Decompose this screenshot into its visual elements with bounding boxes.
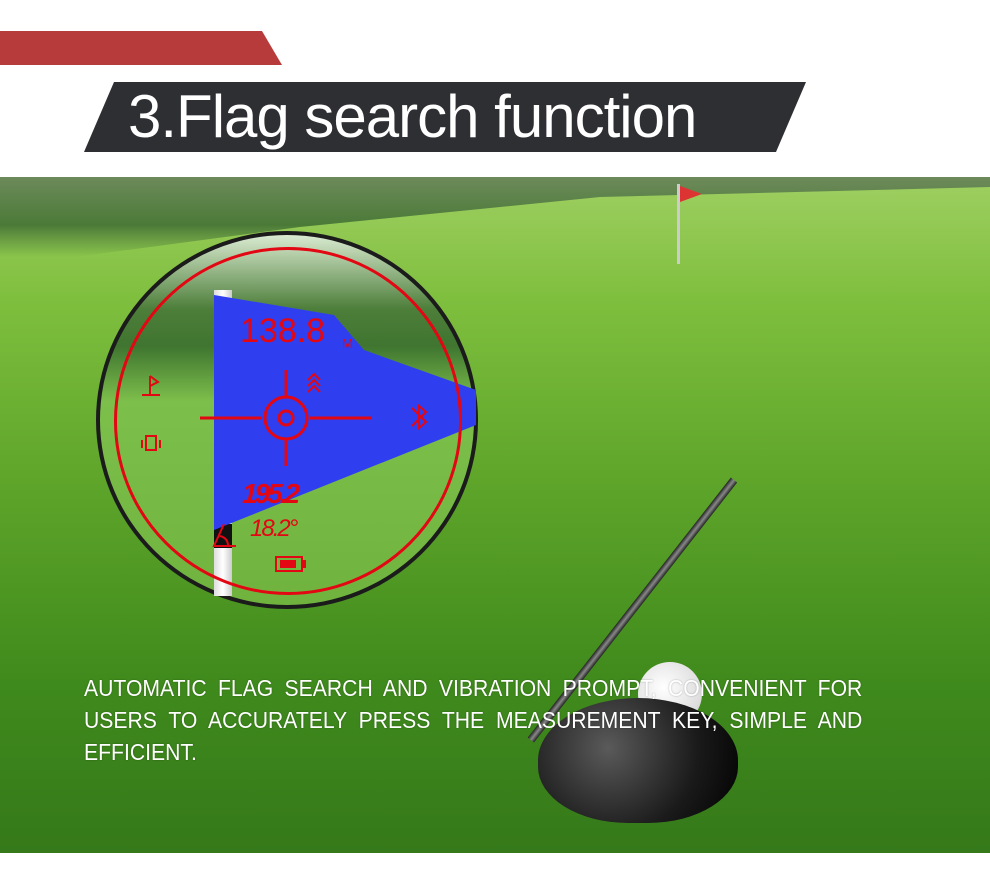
secondary-readout: 195.2 [242, 478, 300, 509]
chevrons-up-icon [307, 372, 321, 393]
golf-club-head [538, 698, 738, 823]
angle-icon [212, 523, 236, 547]
distance-unit: M [342, 336, 353, 351]
vibration-icon [141, 435, 161, 451]
bluetooth-icon [411, 403, 428, 431]
flag-icon [142, 375, 160, 396]
feature-description: AUTOMATIC FLAG SEARCH AND VIBRATION PROM… [84, 675, 863, 765]
distant-flag-pin [677, 184, 680, 264]
accent-bar [0, 31, 282, 65]
crosshair-icon [200, 370, 372, 466]
distance-readout: 138.8 [240, 312, 326, 350]
title-banner [84, 82, 806, 152]
page-title: 3.Flag search function [128, 83, 697, 150]
angle-readout: 18.2° [250, 515, 298, 542]
reticle-ring [114, 247, 462, 595]
battery-icon [275, 556, 306, 572]
